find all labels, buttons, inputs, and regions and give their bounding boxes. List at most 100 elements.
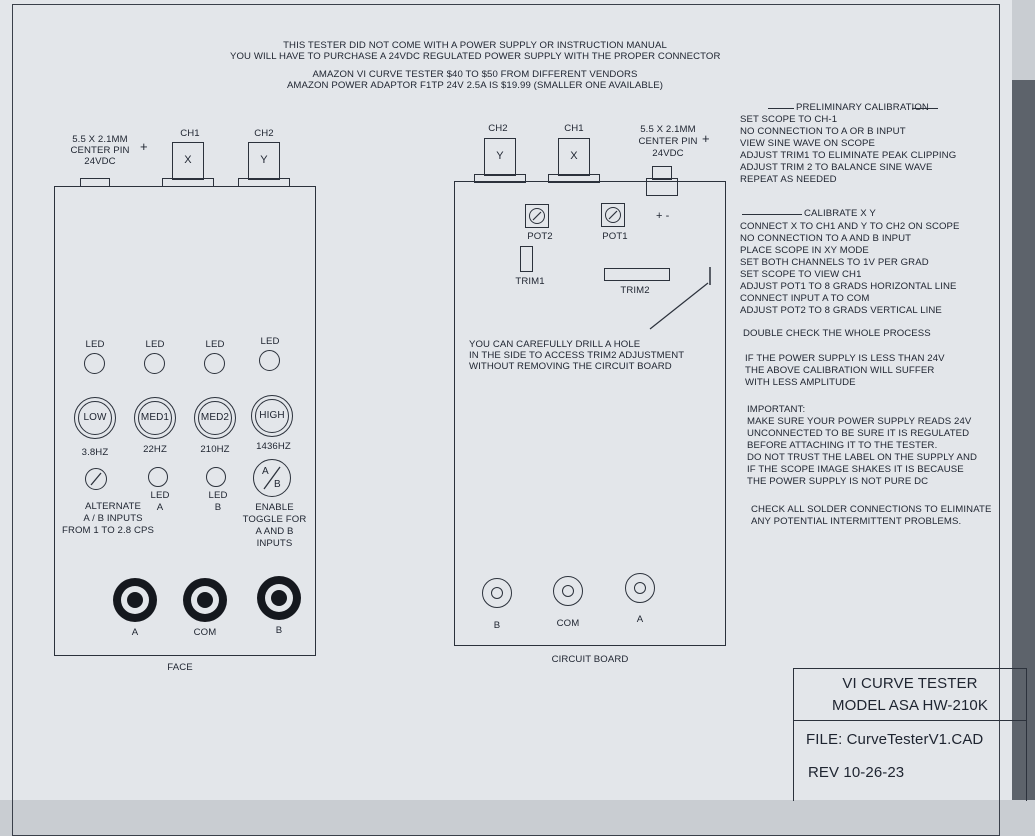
important-2: MAKE SURE YOUR POWER SUPPLY READS 24V (747, 416, 972, 427)
face-led-2-label: LED (145, 339, 165, 350)
calib-step-5: SET SCOPE TO VIEW CH1 (740, 269, 862, 280)
board-ch1-x-label: X (570, 150, 578, 162)
enable-label-4: INPUTS (256, 538, 293, 549)
board-ch1-label: CH1 (564, 123, 584, 134)
important-7: THE POWER SUPPLY IS NOT PURE DC (747, 476, 929, 487)
drill-note-3: WITHOUT REMOVING THE CIRCUIT BOARD (469, 361, 672, 372)
important-3: UNCONNECTED TO BE SURE IT IS REGULATED (747, 428, 970, 439)
led-b-label-1: LED (208, 490, 228, 501)
freq-high: 1436HZ (256, 441, 291, 452)
led-1-icon (84, 353, 105, 374)
alternate-label-3: FROM 1 TO 2.8 CPS (62, 525, 154, 536)
button-med1-label: MED1 (140, 412, 170, 423)
drill-note-1: YOU CAN CAREFULLY DRILL A HOLE (469, 339, 641, 350)
jack-a-label: A (131, 627, 139, 638)
header-line-4: AMAZON POWER ADAPTOR F1TP 24V 2.5A IS $1… (286, 80, 664, 91)
solder-note-2: ANY POTENTIAL INTERMITTENT PROBLEMS. (751, 516, 962, 527)
board-power-label-2: CENTER PIN (638, 136, 698, 147)
alternate-label-2: A / B INPUTS (83, 513, 143, 524)
board-power-label-3: 24VDC (652, 148, 684, 159)
trim1-icon (520, 246, 533, 272)
solder-note-1: CHECK ALL SOLDER CONNECTIONS TO ELIMINAT… (751, 504, 992, 515)
important-6: IF THE SCOPE IMAGE SHAKES IT IS BECAUSE (747, 464, 964, 475)
enable-toggle-icon (253, 459, 291, 497)
calib-step-4: SET BOTH CHANNELS TO 1V PER GRAD (740, 257, 929, 268)
button-med1 (134, 397, 176, 439)
calib-step-7: CONNECT INPUT A TO COM (740, 293, 870, 304)
jack-com-label: COM (193, 627, 217, 638)
toggle-b-letter: B (274, 479, 281, 490)
board-jack-b-label: B (493, 620, 501, 631)
face-power-label-1: 5.5 X 2.1MM (72, 134, 128, 145)
toggle-a-letter: A (262, 466, 269, 477)
revision-date: REV 10-26-23 (808, 764, 905, 781)
board-ch1-connector-icon (558, 138, 590, 176)
face-ch1-label: CH1 (180, 128, 200, 139)
face-led-1-label: LED (85, 339, 105, 350)
pot2-icon (525, 204, 549, 228)
pot2-label: POT2 (527, 231, 553, 242)
face-led-4-label: LED (260, 336, 280, 347)
button-med2-label: MED2 (200, 412, 230, 423)
prelim-step-3: VIEW SINE WAVE ON SCOPE (740, 138, 876, 149)
led-a-label-1: LED (150, 490, 170, 501)
pot1-icon (601, 203, 625, 227)
enable-label-3: A AND B (255, 526, 294, 537)
header-line-2: YOU WILL HAVE TO PURCHASE A 24VDC REGULA… (230, 51, 721, 62)
drill-note-2: IN THE SIDE TO ACCESS TRIM2 ADJUSTMENT (469, 350, 685, 361)
drill-pointer-line (649, 267, 711, 330)
face-power-label-2: CENTER PIN (70, 145, 130, 156)
face-ch2-connector-icon (248, 142, 280, 180)
pot-slash-icon (90, 472, 102, 486)
drawing-title: VI CURVE TESTER (842, 675, 978, 692)
toggle-slash-icon (263, 466, 281, 490)
button-high (251, 395, 293, 437)
power-warning-1: IF THE POWER SUPPLY IS LESS THAN 24V (745, 353, 945, 364)
freq-med1: 22HZ (143, 444, 167, 455)
face-power-label-3: 24VDC (84, 156, 116, 167)
led-a-label-2: A (156, 502, 164, 513)
calibrate-xy-title: CALIBRATE X Y (804, 208, 876, 219)
face-led-3-label: LED (205, 339, 225, 350)
calib-step-8: ADJUST POT2 TO 8 GRADS VERTICAL LINE (740, 305, 942, 316)
board-jack-a-label: A (636, 614, 644, 625)
board-jack-com-label: COM (556, 618, 580, 629)
calib-step-1: CONNECT X TO CH1 AND Y TO CH2 ON SCOPE (740, 221, 960, 232)
board-power-label-1: 5.5 X 2.1MM (640, 124, 696, 135)
face-ch1-x-label: X (184, 154, 192, 166)
led-b-icon (206, 467, 226, 487)
board-power-plus: + (702, 131, 710, 146)
led-2-icon (144, 353, 165, 374)
circuit-board-caption: CIRCUIT BOARD (551, 654, 629, 665)
enable-label-2: TOGGLE FOR (242, 514, 307, 525)
board-jack-a-icon (625, 573, 655, 603)
paper (0, 0, 1012, 800)
model-number: MODEL ASA HW-210K (832, 697, 988, 714)
jack-b-label: B (275, 625, 283, 636)
circuit-board-panel (454, 181, 726, 646)
power-warning-3: WITH LESS AMPLITUDE (745, 377, 856, 388)
face-caption: FACE (167, 662, 193, 673)
button-low (74, 397, 116, 439)
prelim-step-2: NO CONNECTION TO A OR B INPUT (740, 126, 906, 137)
pot1-label: POT1 (602, 231, 628, 242)
important-1: IMPORTANT: (747, 404, 806, 415)
important-4: BEFORE ATTACHING IT TO THE TESTER. (747, 440, 938, 451)
face-ch2-label: CH2 (254, 128, 274, 139)
header-line-3: AMAZON VI CURVE TESTER $40 TO $50 FROM D… (312, 69, 638, 80)
board-ch2-connector-base (474, 174, 526, 183)
file-name: FILE: CurveTesterV1.CAD (806, 731, 984, 748)
led-b-label-2: B (214, 502, 222, 513)
prelim-step-1: SET SCOPE TO CH-1 (740, 114, 838, 125)
prelim-title: PRELIMINARY CALIBRATION (796, 102, 929, 113)
led-a-icon (148, 467, 168, 487)
header-line-1: THIS TESTER DID NOT COME WITH A POWER SU… (283, 40, 667, 51)
board-ch2-y-label: Y (496, 150, 504, 162)
board-jack-b-icon (482, 578, 512, 608)
trim1-label: TRIM1 (515, 276, 545, 287)
enable-label-1: ENABLE (255, 502, 294, 513)
board-ch1-connector-base (548, 174, 600, 183)
trim2-icon (604, 268, 670, 281)
button-high-label: HIGH (259, 410, 285, 421)
